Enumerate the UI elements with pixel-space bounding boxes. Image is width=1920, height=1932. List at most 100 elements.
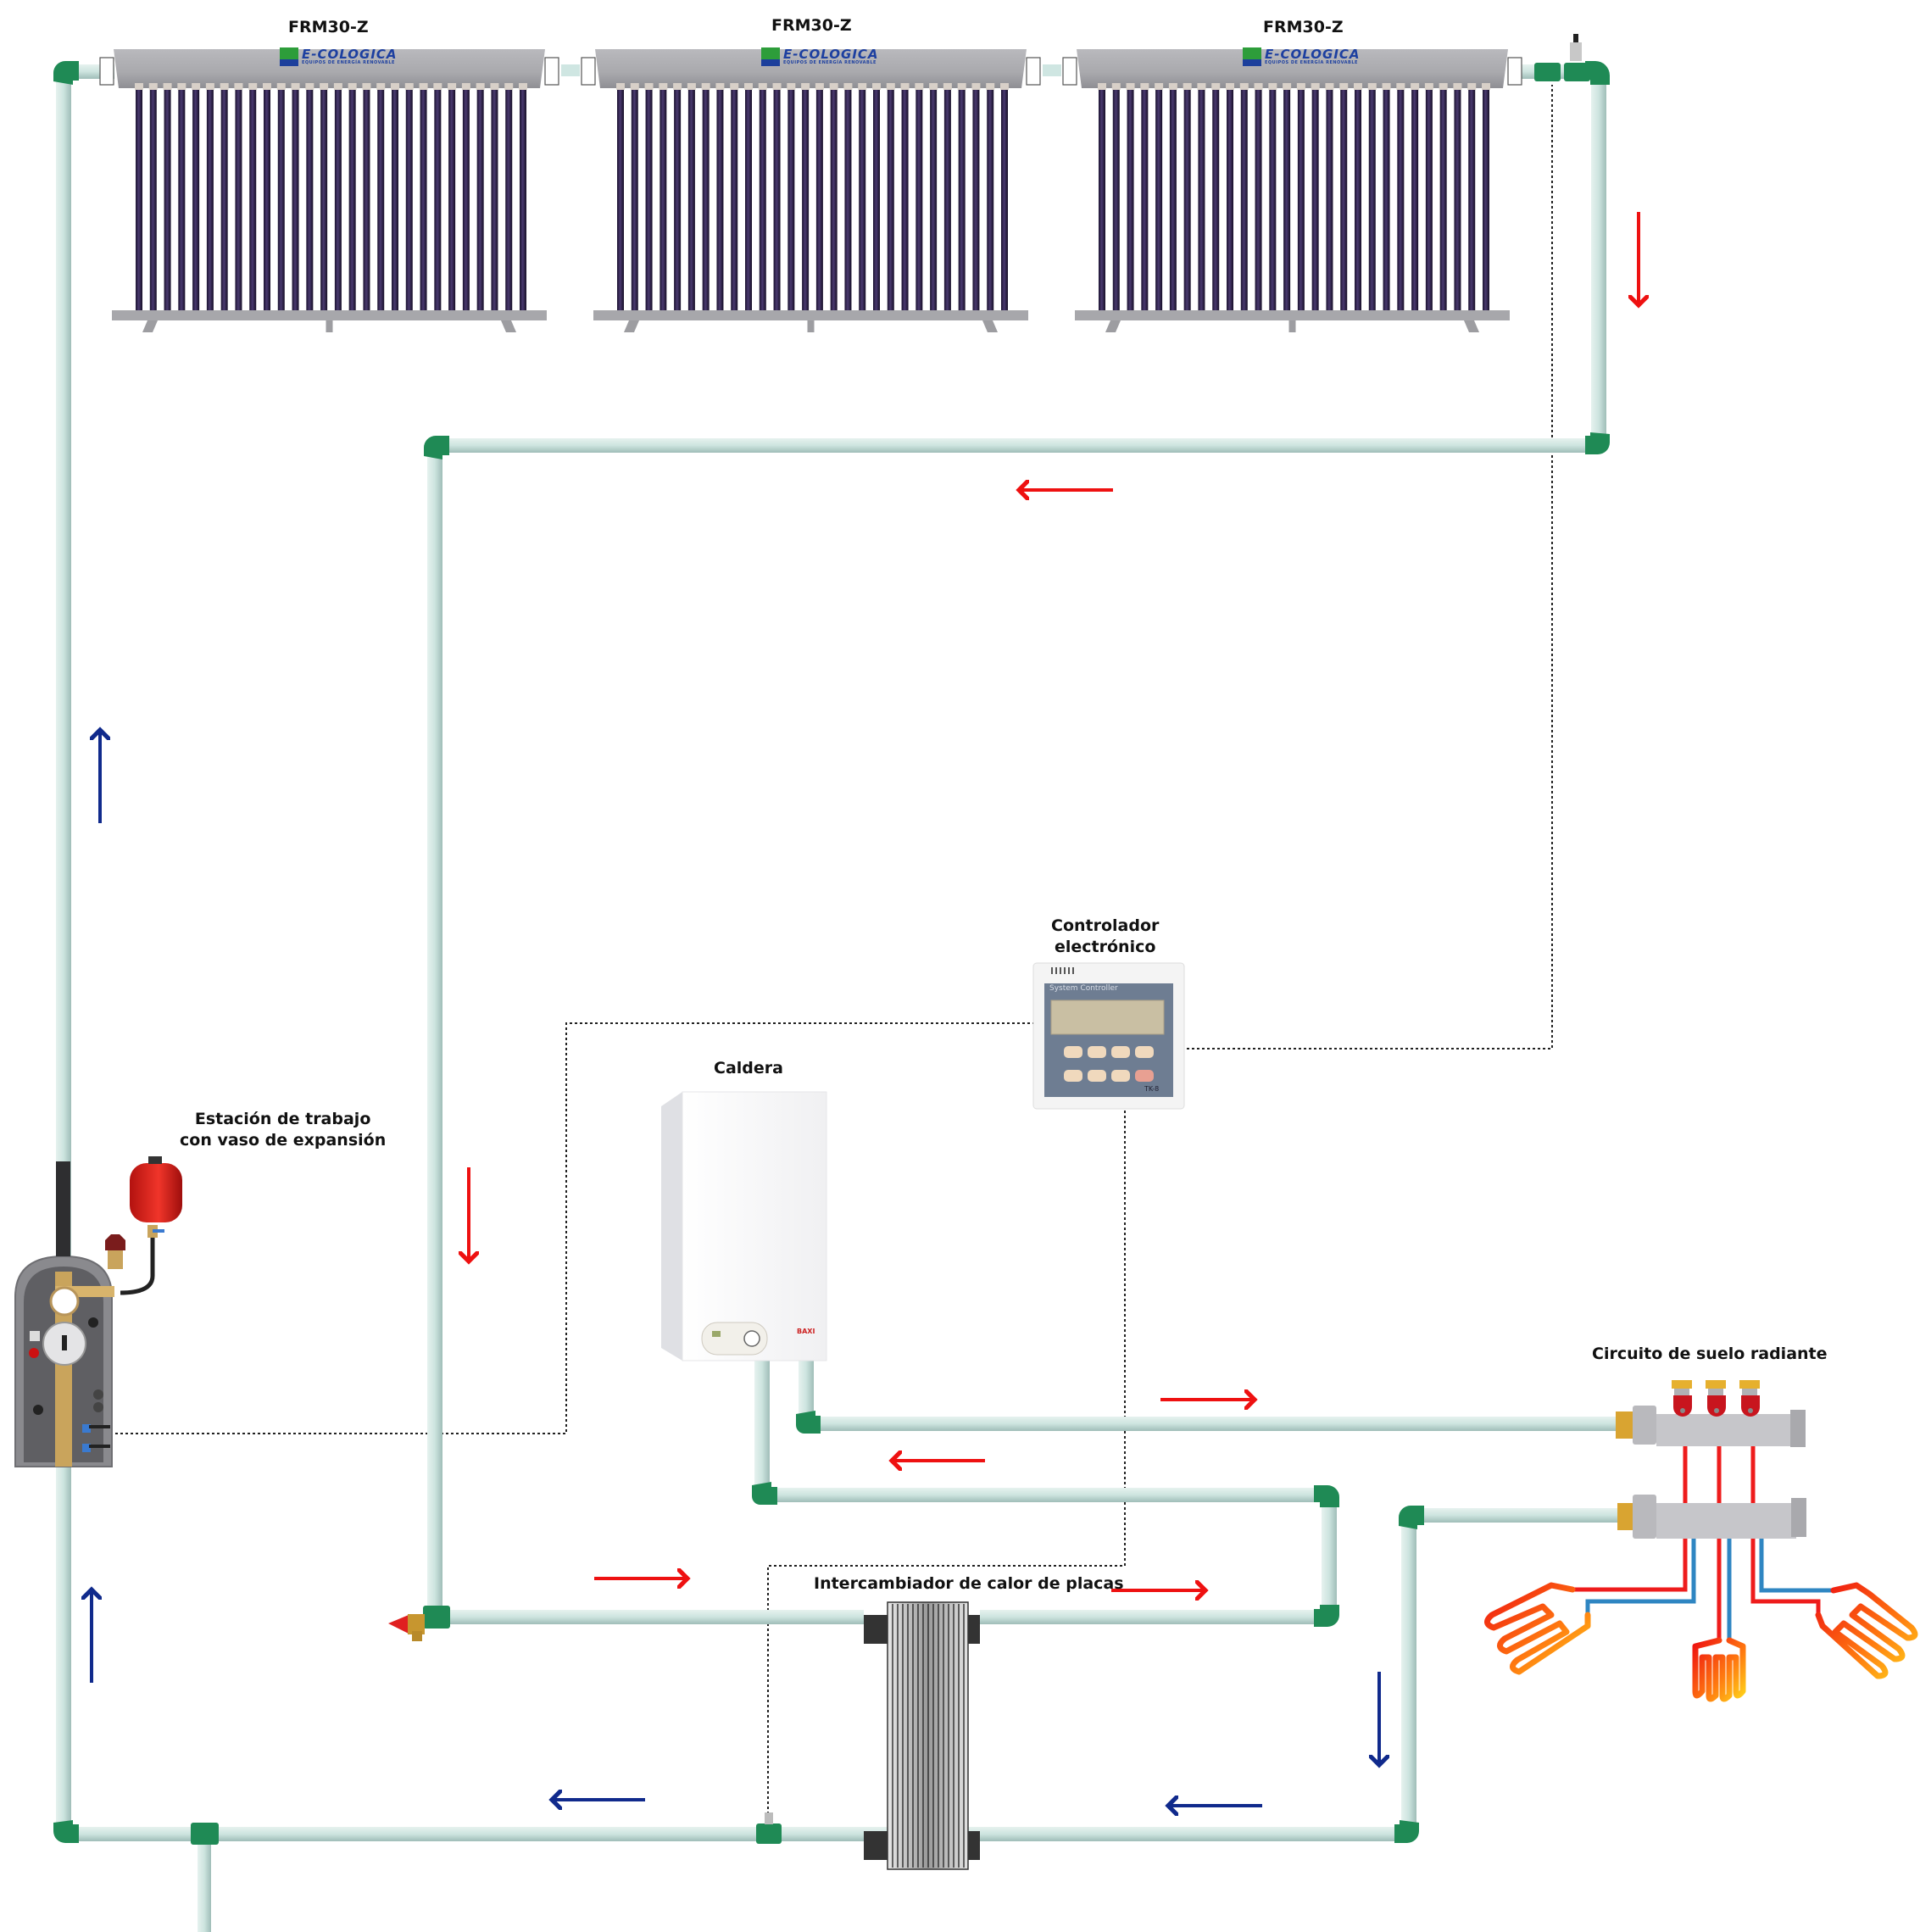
expansion-vessel [130,1163,182,1222]
elbow-hx-loop-bottom [1314,1605,1339,1627]
vacuum-tube [377,90,385,312]
tube-cap [1325,83,1334,90]
tube-cap [1197,83,1206,90]
elbow-top-horizontal-left [424,436,449,459]
vacuum-tube [773,90,781,312]
pipe-bottom-drop [198,1834,211,1932]
tube-cap [1424,83,1433,90]
vacuum-tube [659,90,667,312]
vacuum-tube [1368,90,1376,312]
tube-cap [644,83,654,90]
tee-hx-sensor [756,1823,782,1844]
pipe-left-riser [56,71,71,1258]
solar-collector-3 [1075,49,1510,332]
tube-cap [801,83,810,90]
tube-cap [872,83,881,90]
collector-base-rail [593,310,1028,320]
boiler [661,1091,827,1361]
vacuum-tube [520,90,526,312]
vacuum-tube [264,90,270,312]
vacuum-tube [1155,90,1163,312]
vacuum-tube [235,90,242,312]
tube-cap [659,83,668,90]
boiler-label: Caldera [714,1059,783,1077]
vacuum-tube [1483,90,1489,312]
tube-cap [772,83,782,90]
vacuum-tube [802,90,810,312]
tube-cap [291,83,300,90]
collector-couplings [99,57,1522,86]
collector-foot [807,320,815,332]
tube-cap [715,83,725,90]
collector-foot [501,320,516,332]
collector-foot [982,320,998,332]
tube-cap [205,83,214,90]
vacuum-tube [943,90,951,312]
vacuum-tube [491,90,498,312]
pipe-floor-return-horizontal [1409,1508,1619,1523]
pipe-hx-secondary-out [980,1610,1329,1624]
controller-button [1064,1070,1082,1082]
floor-loop-center [1692,1637,1746,1702]
hx-temperature-sensor [765,1812,773,1824]
tube-cap [1183,83,1192,90]
flow-arrows [92,212,1639,1806]
ecologica-logo-icon [280,47,298,66]
tee-hx-primary [423,1606,450,1629]
vacuum-tube [462,90,470,312]
vacuum-tube [687,90,695,312]
tube-cap [687,83,696,90]
pipe-boiler-right-leg [799,1354,814,1423]
tube-cap [1367,83,1377,90]
tube-cap [519,83,527,90]
vacuum-tube [448,90,456,312]
vacuum-tube [958,90,966,312]
vacuum-tube [1297,90,1305,312]
pressure-relief-valve [388,1614,425,1641]
wire-controller-to-hx-sensor [767,1111,1126,1814]
controller-model: TK-8 [1144,1085,1160,1093]
vacuum-tube [1411,90,1419,312]
manifold-valves [1672,1380,1760,1417]
elbow-floor-return-top [1399,1506,1424,1529]
vacuum-tube [731,90,738,312]
vacuum-tube [1311,90,1319,312]
elbow-top-left [53,61,79,85]
controller-button [1064,1046,1082,1058]
vacuum-tube [420,90,427,312]
tube-cap [248,83,258,90]
tube-cap [433,83,442,90]
elbow-hx-loop-top [1314,1485,1339,1507]
vacuum-tube [1283,90,1291,312]
vacuum-tube [476,90,484,312]
tube-cap [163,83,172,90]
pipe-boiler-left-leg [754,1354,770,1495]
tube-cap [1354,83,1362,90]
vacuum-tube [306,90,314,312]
elbow-floor-return-bottom [1394,1820,1419,1843]
vacuum-tube [844,90,852,312]
vacuum-tube [1141,90,1149,312]
collector-foot [1288,320,1296,332]
vacuum-tube [249,90,257,312]
vacuum-tube [815,90,823,312]
tube-cap [1168,83,1177,90]
tube-cap [220,83,229,90]
tube-cap [915,83,924,90]
fittings [53,61,1610,1845]
vacuum-tube [405,90,413,312]
controller-button [1088,1070,1106,1082]
tube-cap [448,83,457,90]
vacuum-tube [1227,90,1233,312]
tube-cap [504,83,514,90]
vacuum-tube [1198,90,1205,312]
tube-cap [305,83,314,90]
pipe-top-horizontal [435,438,1599,453]
tube-cap [957,83,966,90]
vacuum-tube [178,90,186,312]
valve-handle-icon [1673,1395,1692,1417]
vacuum-tube [787,90,795,312]
